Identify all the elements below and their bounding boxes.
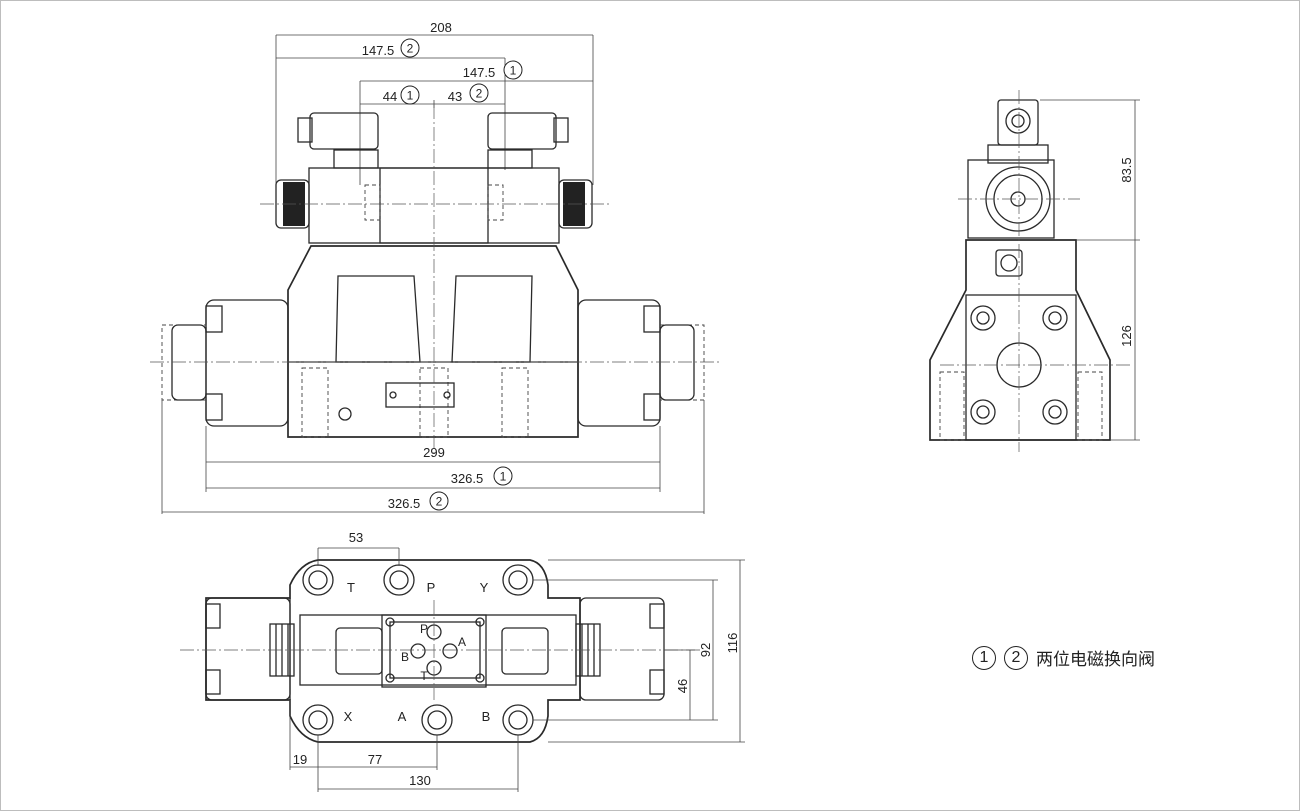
legend-text: 两位电磁换向阀 [1036,650,1155,670]
mark-44-label: 1 [407,89,414,103]
front-view: 208 147.5 2 147.5 1 44 1 43 2 [150,20,720,514]
mark-1-label: 1 [510,64,517,78]
dim-77: 77 [368,752,382,767]
dim-147-5-a: 147.5 [362,43,395,58]
side-view: 83.5 126 [929,90,1140,452]
dim-53: 53 [349,530,363,545]
mark-43-label: 2 [476,87,483,101]
dim-130: 130 [409,773,431,788]
port-y: Y [480,580,489,595]
inner-port-t: T [420,669,428,683]
dim-126: 126 [1119,325,1134,347]
dim-19: 19 [293,752,307,767]
circled-mark-2 [400,38,420,58]
circled-mark-1 [503,60,523,80]
dim-44: 44 [383,89,397,104]
dim-299: 299 [423,445,445,460]
dim-208: 208 [430,20,452,35]
legend-mark-1: 1 [972,645,996,670]
dim-43: 43 [448,89,462,104]
bottom-view: P A B T T P Y X A B 53 116 [180,530,745,792]
port-p: P [427,580,436,595]
dim-326-5-b: 326.5 [388,496,421,511]
port-x: X [344,709,353,724]
dim-83-5: 83.5 [1119,157,1134,182]
legend: 1 2 两位电磁换向阀 [972,645,1155,670]
port-t: T [347,580,355,595]
dim-326-5-a: 326.5 [451,471,484,486]
inner-port-b: B [401,650,409,664]
dim-92: 92 [698,643,713,657]
dim-147-5-b: 147.5 [463,65,496,80]
dim-116: 116 [725,633,740,654]
inner-port-p: P [420,622,428,636]
mark-2-label: 2 [407,42,414,56]
inner-port-a: A [458,635,466,649]
mark-326-5-b: 2 [436,495,443,509]
mark-326-5-a: 1 [500,470,507,484]
port-a: A [398,709,407,724]
legend-mark-2: 2 [1004,645,1028,670]
dim-46: 46 [675,679,690,693]
port-b: B [482,709,491,724]
